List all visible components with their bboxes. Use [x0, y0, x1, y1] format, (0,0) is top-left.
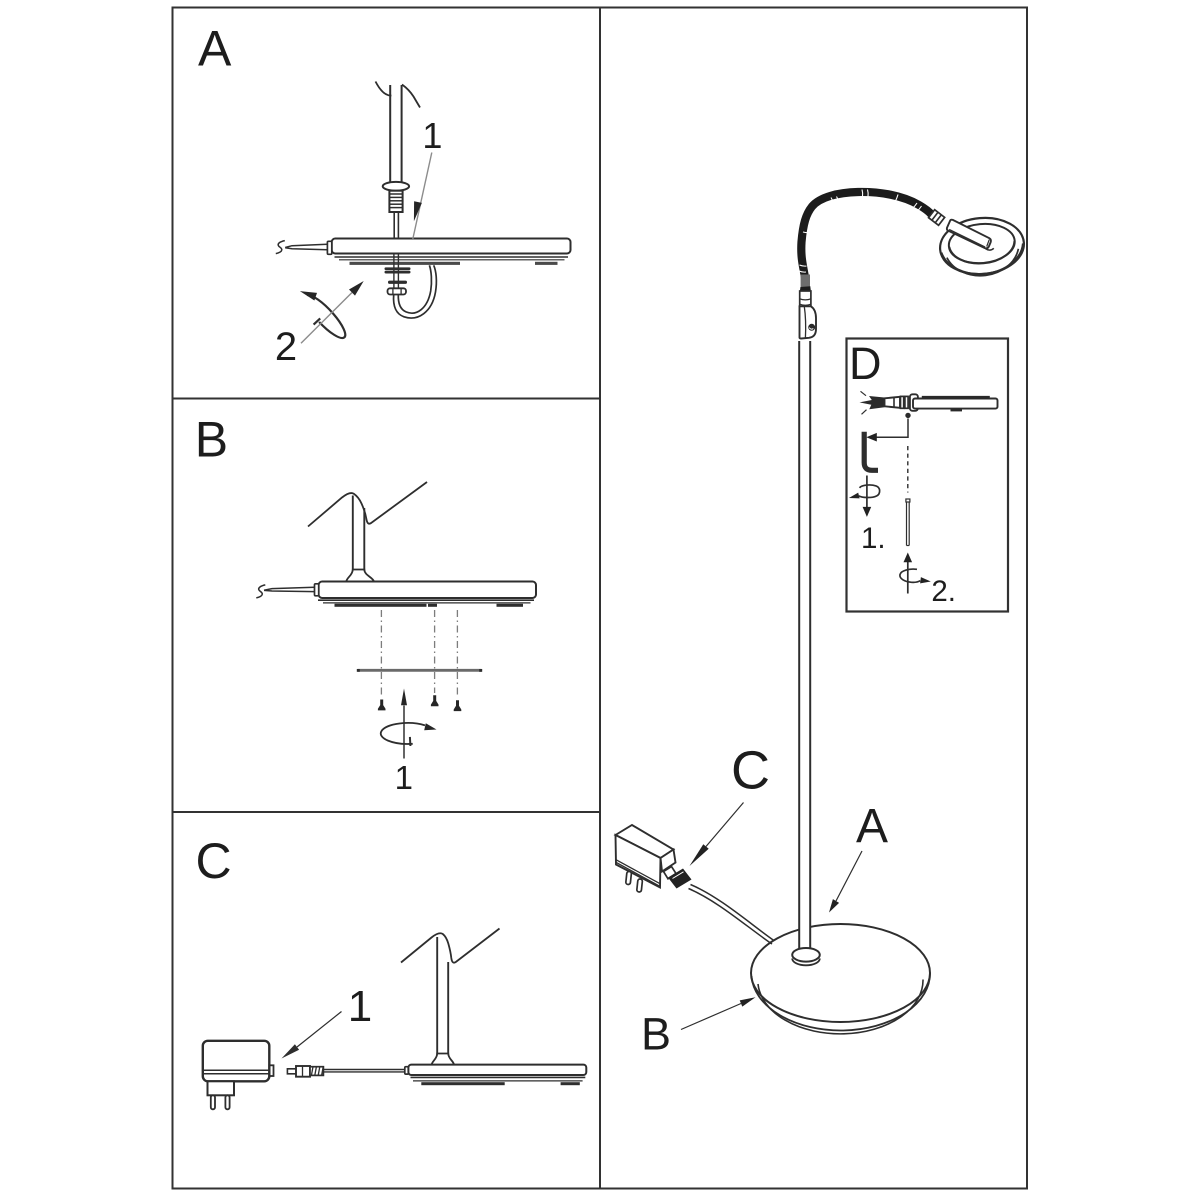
svg-text:D: D	[849, 338, 882, 389]
svg-text:B: B	[641, 1009, 671, 1060]
svg-text:1: 1	[395, 759, 413, 796]
svg-text:A: A	[198, 20, 232, 76]
svg-text:A: A	[856, 800, 888, 853]
svg-text:2.: 2.	[931, 575, 956, 608]
svg-text:1: 1	[348, 982, 372, 1031]
svg-text:1.: 1.	[861, 522, 886, 555]
svg-text:2: 2	[275, 325, 297, 369]
svg-text:C: C	[731, 740, 770, 800]
svg-text:1: 1	[422, 115, 442, 156]
svg-text:C: C	[196, 833, 232, 889]
svg-text:B: B	[195, 411, 228, 467]
